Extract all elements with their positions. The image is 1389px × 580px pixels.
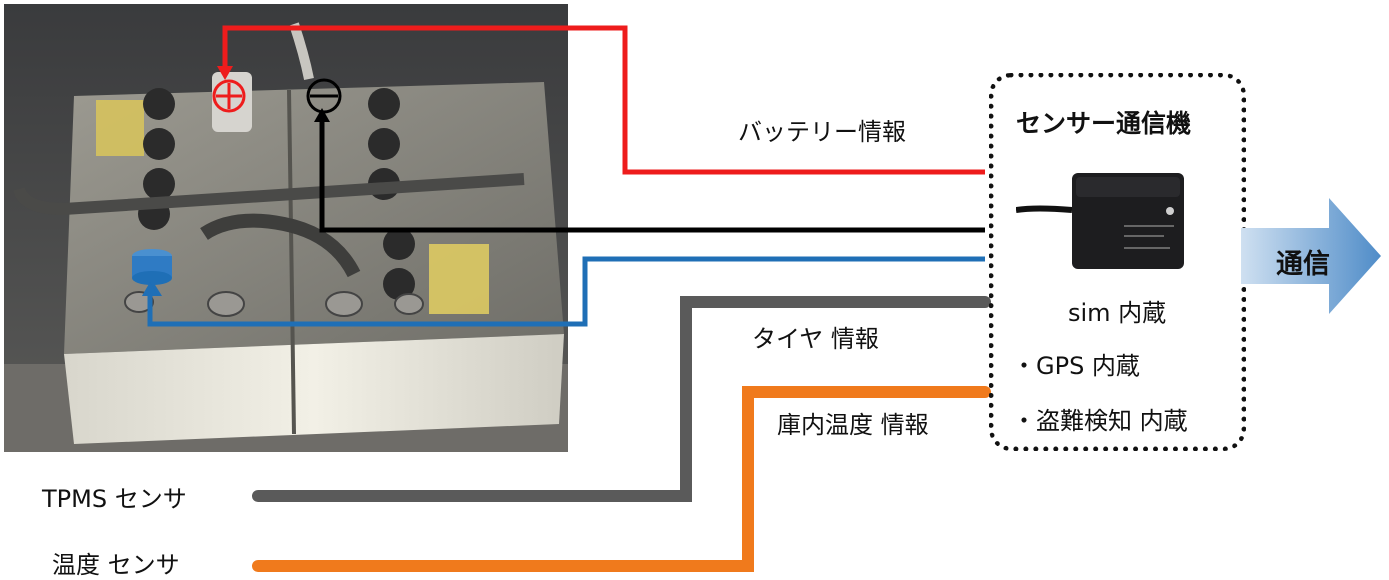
communication-label: 通信 <box>1276 249 1330 280</box>
plus-wire-arrowhead <box>217 66 233 80</box>
tire-info-label: タイヤ 情報 <box>752 325 879 353</box>
device-theft-text: ・盗難検知 内蔵 <box>1012 407 1188 435</box>
battery-minus-wire <box>319 112 985 233</box>
device-title: センサー通信機 <box>1016 109 1192 138</box>
cabin-temp-info-label: 庫内温度 情報 <box>777 411 929 439</box>
tpms-sensor-label: TPMS センサ <box>42 485 187 513</box>
sensor-wire-arrowhead <box>142 282 158 296</box>
battery-info-label: バッテリー情報 <box>738 118 906 146</box>
device-image <box>1015 165 1216 279</box>
battery-sensor-wire <box>147 256 985 327</box>
battery-sensor-icon <box>132 249 172 296</box>
tire-wire <box>252 296 991 502</box>
temp-sensor-label: 温度 センサ <box>52 551 180 579</box>
device-sim-text: sim 内蔵 <box>1068 299 1167 327</box>
temp-wire <box>252 386 991 572</box>
device-gps-text: ・GPS 内蔵 <box>1012 352 1140 380</box>
minus-wire-arrowhead <box>314 108 330 122</box>
battery-plus-wire <box>222 25 985 175</box>
plus-terminal-icon <box>212 79 246 113</box>
communication-arrow <box>1241 198 1381 318</box>
